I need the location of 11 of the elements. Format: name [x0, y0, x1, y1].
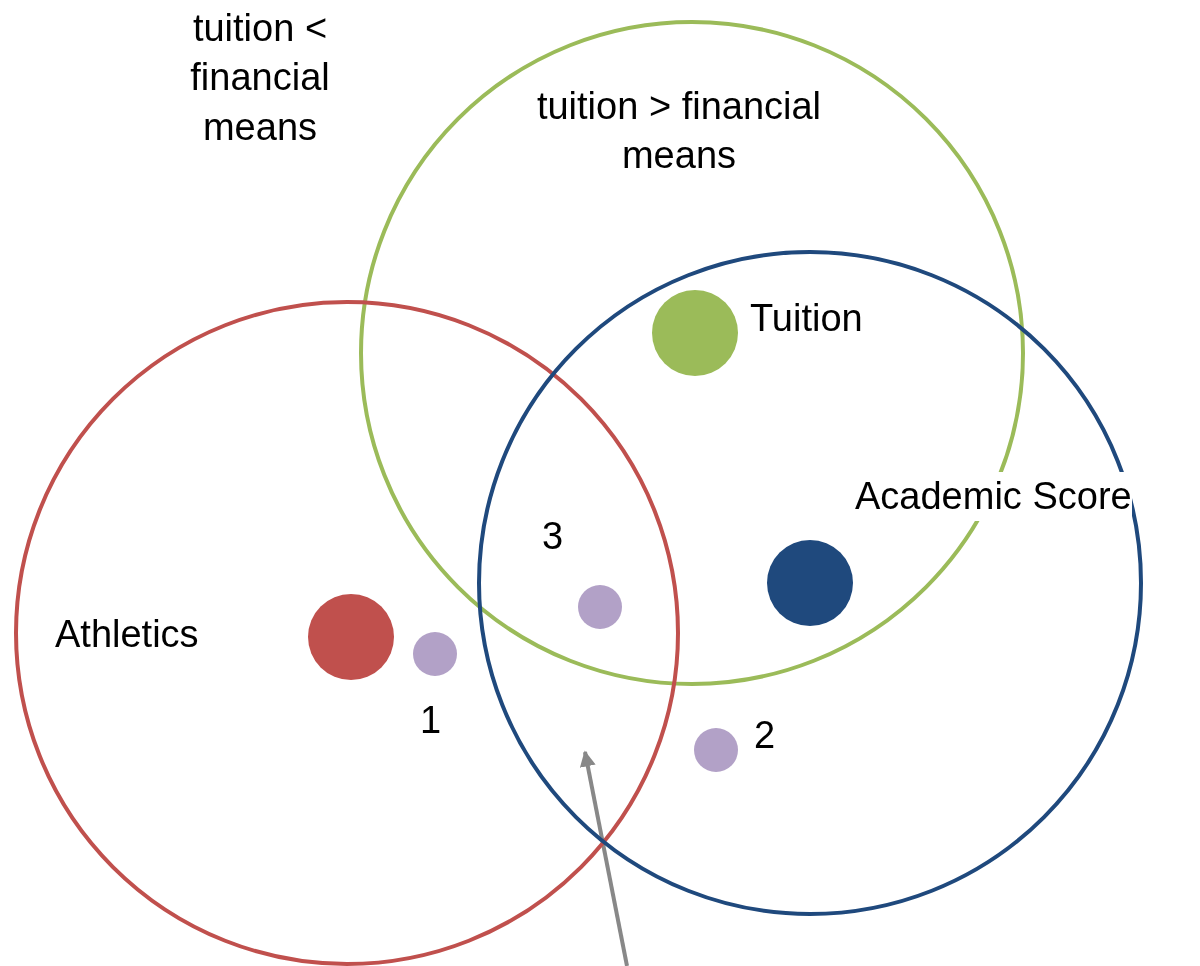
circle-label: tuition > financial means — [535, 84, 823, 179]
dot — [578, 585, 622, 629]
dot — [694, 728, 738, 772]
callout-number: 1 — [420, 698, 442, 743]
dot — [413, 632, 457, 676]
callout-number: 3 — [542, 514, 564, 559]
callout-number: 2 — [754, 713, 776, 758]
circle-label: Academic Score — [855, 472, 1132, 522]
dot-label: Tuition — [750, 296, 863, 341]
region-label: tuition < financial means — [189, 6, 331, 150]
dot-label: Athletics — [55, 612, 199, 657]
